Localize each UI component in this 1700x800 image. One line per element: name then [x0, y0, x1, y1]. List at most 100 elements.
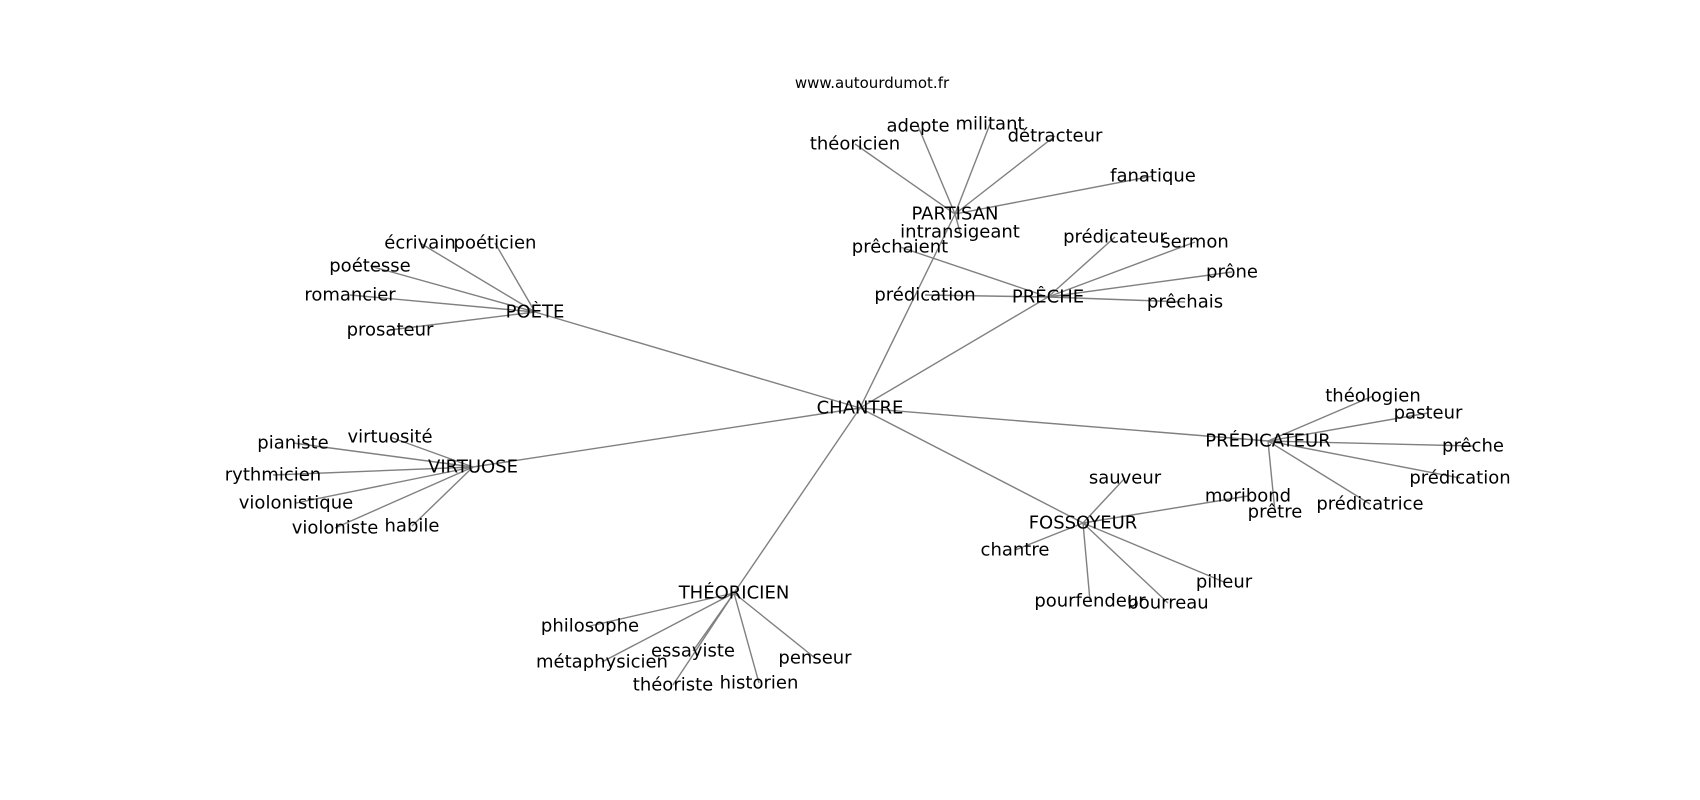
edge-5-4	[1082, 522, 1169, 604]
leaf-word[interactable]: violoniste	[292, 518, 379, 539]
leaf-word[interactable]: pasteur	[1394, 403, 1463, 424]
edge-1-1	[924, 294, 1049, 298]
leaf-word[interactable]: pilleur	[1196, 572, 1253, 593]
edge-2-4	[389, 311, 536, 331]
leaf-word[interactable]: essayiste	[651, 641, 735, 662]
edge-1-0	[899, 246, 1049, 298]
leaf-word[interactable]: prédicatrice	[1316, 494, 1423, 515]
edge-center-0	[859, 213, 956, 409]
leaf-word[interactable]: philosophe	[541, 616, 639, 637]
leaf-word[interactable]: prêchaient	[852, 237, 948, 258]
hub-word[interactable]: PRÉDICATEUR	[1205, 430, 1330, 452]
edge-3-5	[411, 466, 474, 527]
leaf-word[interactable]: sermon	[1161, 232, 1229, 253]
leaf-word[interactable]: adepte	[886, 116, 949, 137]
edge-center-6	[733, 407, 861, 594]
leaf-word[interactable]: sauveur	[1089, 468, 1162, 489]
leaf-word[interactable]: poétesse	[329, 256, 410, 277]
edge-0-5	[954, 213, 961, 233]
edge-6-4	[733, 592, 760, 684]
leaf-word[interactable]: prédicateur	[1063, 227, 1167, 248]
edge-5-3	[1082, 522, 1225, 583]
edge-center-5	[859, 407, 1084, 524]
leaf-word[interactable]: fanatique	[1110, 166, 1196, 187]
leaf-word[interactable]: poéticien	[454, 233, 537, 254]
edge-2-1	[494, 242, 536, 313]
edge-4-5	[1267, 440, 1371, 505]
leaf-word[interactable]: théologien	[1325, 386, 1420, 407]
edges	[272, 123, 1474, 686]
hub-word[interactable]: PRÊCHE	[1012, 286, 1084, 308]
leaf-word[interactable]: chantre	[981, 540, 1050, 561]
edge-2-3	[349, 294, 536, 313]
edge-0-3	[954, 135, 1056, 215]
hub-word[interactable]: VIRTUOSE	[428, 457, 518, 478]
edge-3-4	[334, 466, 474, 529]
leaf-word[interactable]: militant	[955, 114, 1024, 135]
leaf-word[interactable]: prêtre	[1248, 502, 1303, 523]
edge-1-5	[1047, 296, 1186, 303]
edge-2-2	[369, 265, 536, 313]
edge-6-3	[672, 592, 735, 686]
leaf-word[interactable]: détracteur	[1008, 126, 1103, 147]
edge-6-0	[589, 592, 735, 627]
leaf-word[interactable]: moribond	[1205, 486, 1291, 507]
edge-5-1	[1082, 495, 1249, 524]
leaf-word[interactable]: habile	[385, 516, 440, 537]
edge-center-2	[534, 311, 861, 409]
watermark: www.autourdumot.fr	[794, 74, 950, 92]
leaf-word[interactable]: théoriste	[633, 675, 713, 696]
edge-3-3	[295, 466, 474, 504]
hub-word[interactable]: PARTISAN	[911, 204, 998, 225]
edge-0-2	[954, 123, 991, 215]
leaf-word[interactable]: historien	[720, 673, 799, 694]
edge-4-3	[1267, 440, 1461, 479]
edge-5-0	[1082, 477, 1126, 524]
edge-3-1	[292, 442, 474, 468]
edge-1-4	[1047, 271, 1233, 298]
leaf-word[interactable]: prêche	[1442, 436, 1504, 457]
leaf-word[interactable]: pourfendeur	[1034, 591, 1146, 612]
edge-6-5	[733, 592, 816, 659]
leaf-word[interactable]: prosateur	[347, 320, 434, 341]
edge-1-3	[1047, 241, 1196, 298]
edge-5-2	[1014, 522, 1084, 551]
leaf-word[interactable]: prêchais	[1147, 292, 1223, 313]
leaf-word[interactable]: violonistique	[239, 493, 353, 514]
edge-center-1	[859, 296, 1049, 409]
leaf-word[interactable]: virtuosité	[347, 427, 432, 448]
leaf-word[interactable]: métaphysicien	[536, 652, 668, 673]
edge-4-2	[1267, 440, 1474, 447]
edge-0-1	[917, 125, 956, 215]
leaf-word[interactable]: bourreau	[1127, 593, 1208, 614]
edge-center-4	[859, 407, 1269, 442]
leaf-word[interactable]: écrivain	[384, 233, 455, 254]
leaf-word[interactable]: prédication	[1409, 468, 1510, 489]
edge-3-2	[272, 466, 474, 476]
hub-word[interactable]: FOSSOYEUR	[1029, 513, 1138, 534]
edge-1-2	[1047, 236, 1116, 298]
leaf-word[interactable]: penseur	[778, 648, 852, 669]
leaf-word[interactable]: pianiste	[257, 433, 328, 454]
leaf-word[interactable]: prône	[1206, 262, 1258, 283]
edge-4-4	[1267, 440, 1276, 513]
leaf-word[interactable]: intransigeant	[900, 222, 1020, 243]
edge-3-0	[389, 436, 474, 468]
edge-4-0	[1267, 395, 1374, 442]
leaf-word[interactable]: rythmicien	[225, 465, 321, 486]
edge-center-3	[472, 407, 861, 468]
edge-4-1	[1267, 412, 1429, 442]
hub-word[interactable]: THÉORICIEN	[678, 582, 790, 604]
leaf-word[interactable]: théoricien	[810, 134, 900, 155]
edge-6-1	[601, 592, 735, 663]
leaf-word[interactable]: romancier	[304, 285, 396, 306]
center-word[interactable]: CHANTRE	[817, 398, 904, 419]
edge-5-5	[1082, 522, 1091, 602]
leaf-word[interactable]: prédication	[874, 285, 975, 306]
edge-0-4	[954, 175, 1154, 215]
edge-0-0	[854, 143, 956, 215]
hub-word[interactable]: POÈTE	[506, 301, 565, 323]
edge-2-0	[419, 242, 536, 313]
